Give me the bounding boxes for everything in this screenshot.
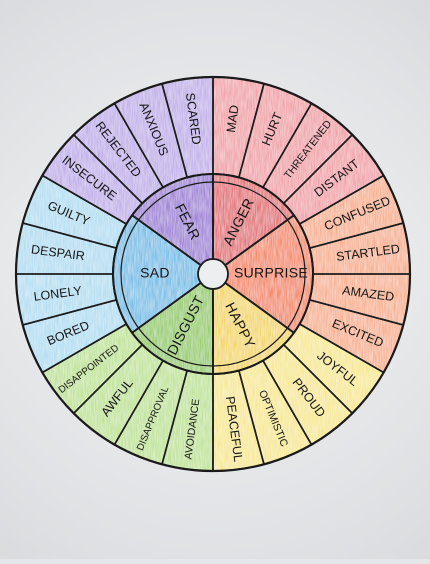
outer-slice-awful — [73, 344, 163, 445]
outer-slice-distant — [283, 134, 384, 224]
outer-slice-proud — [263, 344, 353, 445]
outer-slice-scared — [162, 77, 213, 178]
outer-ring — [16, 77, 410, 471]
outer-slice-bored — [22, 299, 127, 373]
core-slice-disgust — [138, 282, 213, 366]
outer-slice-despair — [16, 223, 117, 274]
outer-slice-rejected — [73, 103, 163, 204]
core-slice-fear — [138, 182, 213, 266]
outer-slice-disapproval — [114, 360, 188, 465]
outer-slice-avoidance — [162, 370, 213, 471]
outer-slice-excited — [299, 299, 404, 373]
outer-slice-confused — [299, 175, 404, 249]
inner-rim-circle — [120, 181, 306, 367]
outer-slice-insecure — [42, 134, 143, 224]
outer-slice-startled — [309, 223, 410, 274]
outer-slice-anxious — [114, 83, 188, 188]
core-slice-anger — [213, 182, 288, 266]
core-slice-sad — [121, 219, 201, 329]
outer-circle — [14, 75, 412, 473]
outer-label-amazed: AMAZED — [342, 283, 395, 304]
outer-label-lonely: LONELY — [33, 284, 83, 304]
outer-slice-joyful — [283, 324, 384, 414]
core-slice-happy — [213, 282, 288, 366]
wheel-outlines — [14, 75, 412, 473]
outer-slice-amazed — [309, 274, 410, 325]
core-label-surprise: SURPRISE — [234, 265, 308, 281]
outer-label-scared: SCARED — [183, 92, 204, 145]
outer-slice-peaceful — [213, 370, 264, 471]
outer-label-mad: MAD — [224, 104, 242, 133]
outer-slice-hurt — [238, 83, 312, 188]
outer-slice-lonely — [16, 274, 117, 325]
core-label-sad: SAD — [140, 265, 170, 281]
outer-slice-mad — [213, 77, 264, 178]
outer-label-despair: DESPAIR — [30, 242, 85, 263]
core-rim-sad — [113, 215, 139, 333]
middle-circle — [112, 173, 314, 375]
outer-slice-threatened — [263, 103, 353, 204]
core-rim-surprise — [287, 215, 314, 333]
outer-slice-disappointed — [42, 324, 143, 414]
outer-slice-optimistic — [238, 360, 312, 465]
outer-slice-guilty — [22, 175, 127, 249]
core-slice-surprise — [225, 219, 305, 329]
